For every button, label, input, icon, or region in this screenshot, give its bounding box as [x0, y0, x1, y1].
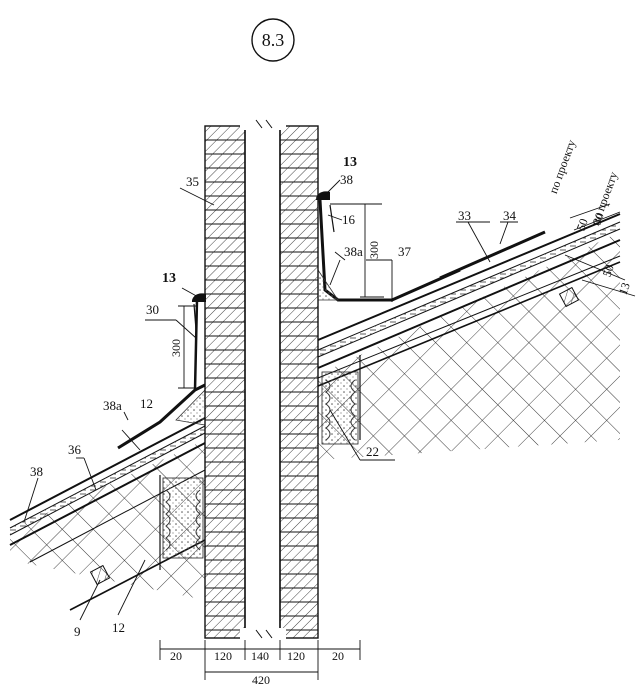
callout-30-left: 30	[146, 302, 159, 317]
callout-12-upper: 12	[140, 396, 153, 411]
callout-9: 9	[74, 624, 81, 639]
callout-36: 36	[68, 442, 82, 457]
callout-13-right: 13	[343, 155, 357, 170]
dim-140: 140	[251, 649, 269, 663]
dim-po-proektu-1: по проекту	[546, 138, 578, 195]
dim-120-left: 120	[214, 649, 232, 663]
callout-37: 37	[398, 244, 412, 259]
dim-20-right: 20	[332, 649, 344, 663]
callout-38a-right: 38a	[344, 244, 363, 259]
callout-38-left: 38	[30, 464, 43, 479]
dim-30: 30	[590, 211, 607, 227]
dim-420: 420	[252, 673, 270, 687]
callout-16: 16	[342, 212, 356, 227]
title-badge: 8.3	[251, 18, 295, 62]
callout-33: 33	[458, 208, 471, 223]
left-roof-section	[9, 417, 206, 611]
drawing-title: 8.3	[262, 30, 285, 50]
dim-300-right: 300	[367, 241, 381, 259]
dimension-lines	[159, 203, 636, 680]
dim-20-left: 20	[170, 649, 182, 663]
dim-50-bottom: 50	[600, 263, 617, 279]
right-flashing	[315, 191, 546, 302]
dim-13: 13	[616, 281, 633, 297]
callout-13-left: 13	[162, 271, 176, 286]
dim-50-top: 50	[574, 217, 591, 233]
callout-22: 22	[366, 444, 379, 459]
dim-120-right: 120	[287, 649, 305, 663]
chimney	[204, 118, 319, 642]
dim-po-proektu-2: по проекту	[588, 170, 620, 227]
leader-lines	[23, 179, 518, 621]
callout-38a-left: 38a	[103, 398, 122, 413]
callout-34: 34	[503, 208, 517, 223]
dim-300-left: 300	[169, 339, 183, 357]
callout-35: 35	[186, 174, 199, 189]
callout-38-right: 38	[340, 172, 353, 187]
callout-labels: 35 13 38 16 38a 37 33 34 13 30 38a 12 38…	[30, 155, 517, 639]
right-roof-section	[317, 213, 621, 460]
callout-12-lower: 12	[112, 620, 125, 635]
